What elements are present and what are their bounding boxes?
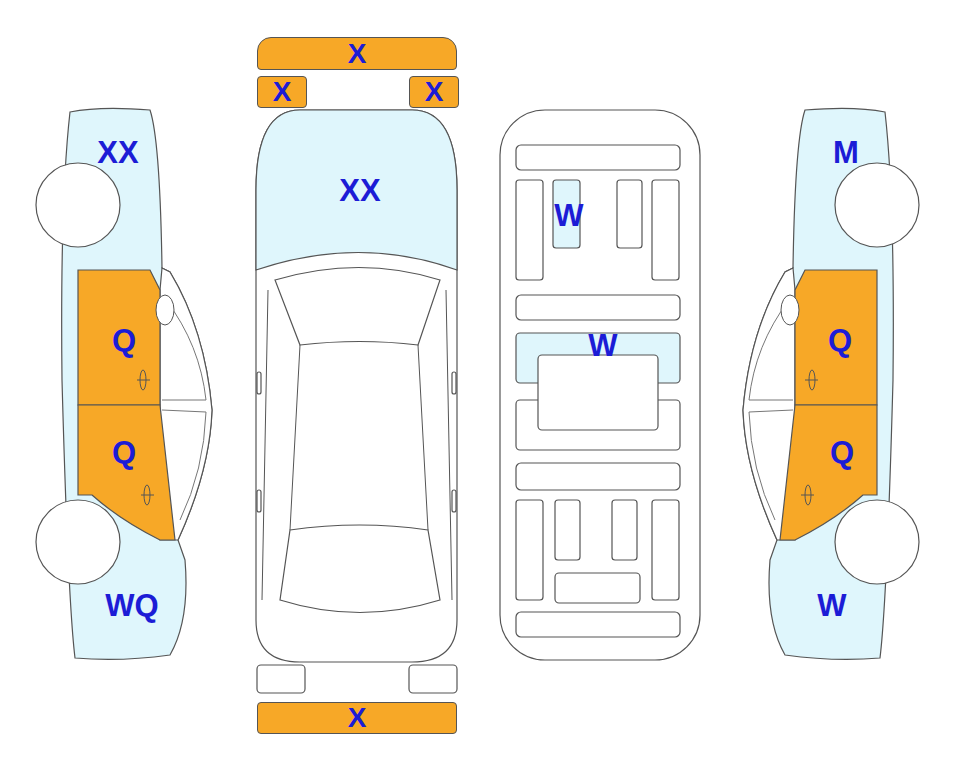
car-outline	[516, 612, 680, 637]
damage-code: Q	[830, 437, 854, 468]
car-outline	[617, 180, 642, 248]
car-outline	[612, 500, 637, 560]
damage-panel: W	[812, 585, 852, 625]
top-view	[256, 110, 457, 693]
damage-code: Q	[112, 437, 136, 468]
damage-code: XX	[97, 137, 138, 168]
car-outline	[538, 355, 658, 430]
underside-view	[500, 110, 700, 660]
car-outline	[36, 108, 212, 659]
damage-code: WQ	[105, 590, 158, 621]
car-outline	[262, 290, 452, 600]
car-outline	[409, 665, 457, 693]
damage-panel: W	[583, 325, 623, 365]
car-outline	[516, 180, 543, 280]
left-side-view	[36, 108, 212, 659]
damage-bar: X	[409, 76, 459, 108]
car-outline	[516, 500, 543, 600]
car-outline	[256, 110, 457, 662]
car-outline	[256, 110, 457, 270]
damage-code: Q	[112, 325, 136, 356]
car-outline	[275, 268, 440, 346]
damage-code: W	[554, 200, 583, 231]
damage-code: W	[817, 590, 846, 621]
damage-bar: X	[257, 37, 457, 70]
car-outline	[452, 490, 456, 512]
car-outline	[257, 490, 261, 512]
damage-panel: W	[550, 195, 587, 235]
damage-panel: WQ	[100, 585, 164, 625]
damage-panel: Q	[822, 432, 862, 472]
car-outline	[500, 110, 700, 660]
damage-bar: X	[257, 702, 457, 734]
damage-code: M	[833, 137, 859, 168]
damage-code: X	[348, 704, 367, 732]
damage-code: Q	[828, 325, 852, 356]
damage-panel: M	[826, 132, 866, 172]
right-side-view	[743, 108, 919, 659]
car-outline	[555, 573, 640, 603]
damage-panel: Q	[104, 320, 144, 360]
damage-code: XX	[339, 175, 380, 206]
car-outline	[257, 665, 305, 693]
damage-code: X	[425, 78, 444, 106]
car-outline	[516, 145, 680, 170]
damage-panel: XX	[330, 170, 390, 210]
car-outline	[516, 295, 680, 320]
damage-bar: X	[257, 76, 307, 108]
car-outline	[516, 463, 680, 490]
damage-code: X	[348, 40, 367, 68]
damage-code: X	[273, 78, 292, 106]
damage-panel: Q	[104, 432, 144, 472]
damage-panel: XX	[88, 132, 148, 172]
car-outline	[652, 500, 679, 600]
car-outline	[280, 525, 440, 613]
car-outline	[652, 180, 679, 280]
car-outline	[257, 372, 261, 394]
car-outline	[743, 108, 919, 659]
damage-code: W	[588, 330, 617, 361]
car-outline	[555, 500, 580, 560]
damage-panel: Q	[820, 320, 860, 360]
car-outline	[452, 372, 456, 394]
